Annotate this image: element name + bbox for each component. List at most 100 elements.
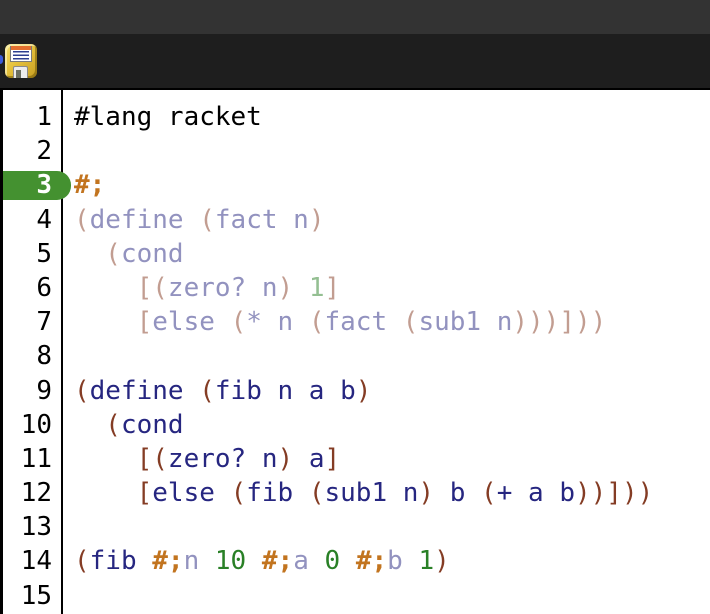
clipped-icon-artifact xyxy=(0,55,3,64)
code-token: ( xyxy=(308,478,325,509)
line-number: 12 xyxy=(20,478,52,509)
code-token: #lang racket xyxy=(74,102,262,132)
code-token: 0 xyxy=(324,546,341,577)
code-token: ) xyxy=(308,204,325,235)
code-line[interactable] xyxy=(74,134,710,168)
code-line[interactable]: [(zero? n) a] xyxy=(74,442,710,476)
code-token: ) xyxy=(434,546,450,577)
code-token: fib xyxy=(246,478,309,509)
code-token: 1 xyxy=(308,272,325,303)
code-token xyxy=(340,546,356,576)
code-token: ( xyxy=(74,238,121,269)
code-token: n xyxy=(183,546,200,577)
code-token: sub1 n xyxy=(418,307,513,338)
code-token: ( xyxy=(74,546,90,577)
line-number: 5 xyxy=(36,238,52,269)
code-token: 1 xyxy=(418,546,435,577)
code-token xyxy=(246,546,262,576)
window-top-region xyxy=(0,0,710,34)
code-token: #; xyxy=(261,546,294,577)
code-line[interactable]: (cond xyxy=(74,408,710,442)
floppy-disk-icon xyxy=(5,44,37,78)
code-token: ) xyxy=(277,443,309,474)
line-number: 1 xyxy=(36,102,52,132)
code-line[interactable]: #; xyxy=(74,168,710,202)
code-token: ( xyxy=(74,409,121,440)
code-token: ) xyxy=(355,375,372,406)
code-token: ( xyxy=(230,478,247,509)
line-number: 9 xyxy=(36,375,52,406)
code-token: else xyxy=(152,307,231,338)
code-token: a xyxy=(308,443,325,474)
line-number: 11 xyxy=(20,443,52,474)
code-token: ] xyxy=(324,443,341,474)
code-token: ] xyxy=(324,272,341,303)
floppy-shutter xyxy=(13,66,28,78)
save-button[interactable] xyxy=(5,44,37,78)
code-token: define xyxy=(89,375,200,406)
code-token: fib n a b xyxy=(214,375,356,406)
code-line[interactable]: [else (* n (fact (sub1 n)))])) xyxy=(74,305,710,339)
line-number-active: 3 xyxy=(3,168,71,202)
line-number: 8 xyxy=(36,341,52,372)
code-token: ( xyxy=(481,478,497,509)
code-token: )))])) xyxy=(512,307,607,338)
code-line[interactable]: #lang racket xyxy=(74,100,710,134)
code-token: [ xyxy=(74,307,153,338)
floppy-label-lines xyxy=(13,51,29,60)
line-number: 14 xyxy=(20,546,52,577)
code-token: zero? n xyxy=(167,272,278,303)
code-token: zero? n xyxy=(167,443,278,474)
line-number: 7 xyxy=(36,307,52,338)
code-token: ) xyxy=(277,272,309,303)
code-line[interactable]: [else (fib (sub1 n) b (+ a b))])) xyxy=(74,476,710,510)
line-number: 13 xyxy=(20,512,52,543)
code-token: ( xyxy=(199,204,215,235)
code-token: 10 xyxy=(214,546,247,577)
code-token xyxy=(309,546,325,576)
line-number: 2 xyxy=(36,136,52,167)
code-line[interactable] xyxy=(74,510,710,544)
code-line[interactable]: [(zero? n) 1] xyxy=(74,271,710,305)
code-token: cond xyxy=(120,409,184,440)
code-token: * n xyxy=(246,307,309,338)
code-token: b xyxy=(449,478,482,509)
code-token: #; xyxy=(355,546,388,577)
code-token: ( xyxy=(74,204,90,235)
code-line[interactable]: (cond xyxy=(74,237,710,271)
line-number: 4 xyxy=(36,204,52,235)
code-token: ( xyxy=(308,307,325,338)
code-area[interactable]: #lang racket#;(define (fact n) (cond [(z… xyxy=(63,90,710,614)
code-token: ( xyxy=(402,307,419,338)
code-token: [( xyxy=(74,443,168,474)
code-token: else xyxy=(152,478,231,509)
code-token: cond xyxy=(120,238,184,269)
code-line[interactable]: (fib #;n 10 #;a 0 #;b 1) xyxy=(74,544,710,578)
code-line[interactable] xyxy=(74,579,710,613)
code-token: [ xyxy=(74,478,153,509)
floppy-label-stripe xyxy=(11,46,31,50)
code-token: b xyxy=(387,546,403,577)
code-token: sub1 n xyxy=(324,478,419,509)
code-line[interactable]: (define (fact n) xyxy=(74,203,710,237)
code-token: + a b xyxy=(496,478,575,509)
code-token: #; xyxy=(74,170,106,201)
floppy-shutter-notch xyxy=(16,70,21,78)
code-token: ) xyxy=(418,478,450,509)
code-token: fact xyxy=(324,307,403,338)
code-token: a xyxy=(293,546,309,577)
code-token: fact n xyxy=(214,204,309,235)
line-number: 15 xyxy=(20,580,52,611)
code-token: ( xyxy=(199,375,215,406)
code-token: define xyxy=(89,204,200,235)
code-token: fib xyxy=(89,546,153,577)
code-token: ( xyxy=(230,307,247,338)
floppy-label xyxy=(10,46,32,62)
code-token: #; xyxy=(152,546,184,577)
code-line[interactable]: (define (fib n a b) xyxy=(74,374,710,408)
code-line[interactable] xyxy=(74,339,710,373)
code-token xyxy=(199,546,215,576)
